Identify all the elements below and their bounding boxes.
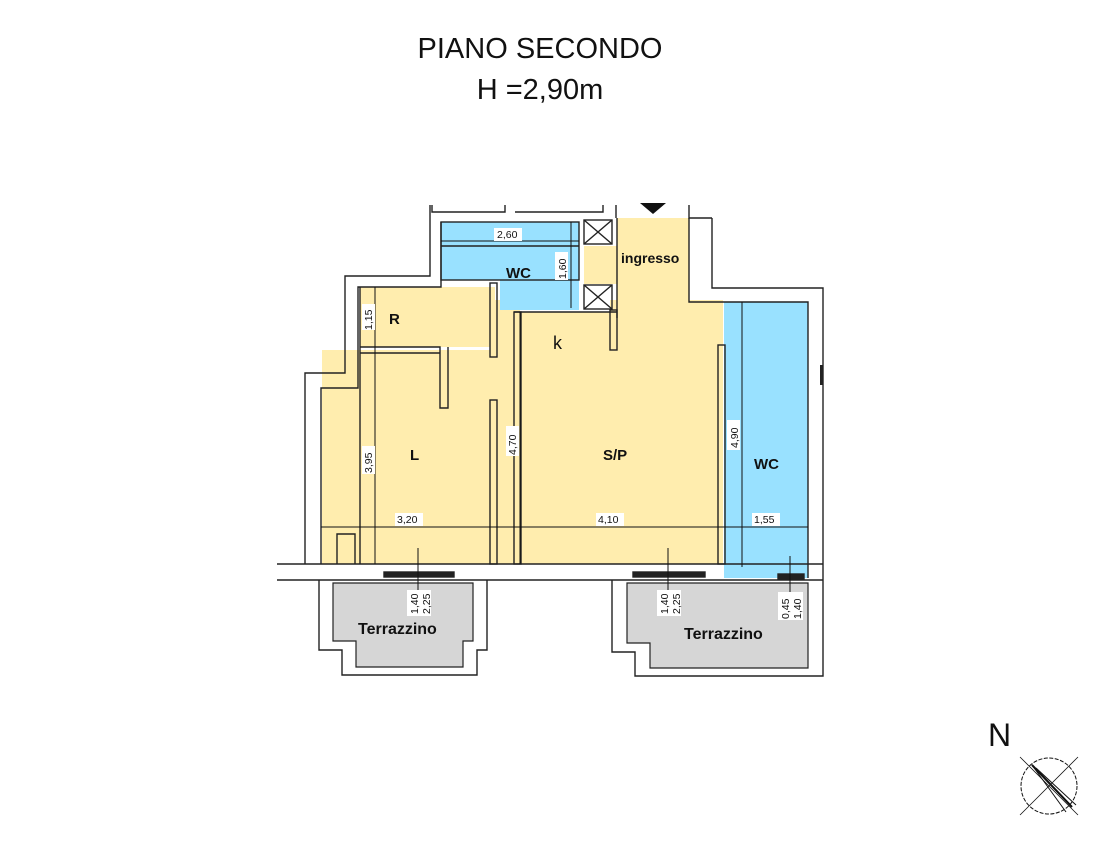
walls	[277, 205, 824, 677]
north-arrow-icon	[1019, 756, 1079, 816]
dim-wc-top-width: 2,60	[497, 229, 518, 241]
dim-sp-depth: 4,70	[507, 434, 519, 455]
dimension-label-bg	[362, 228, 803, 620]
ceiling-height-label: H =2,90m	[476, 74, 604, 106]
dim-l-depth: 3,95	[363, 452, 375, 473]
facade-mark	[820, 365, 823, 385]
dim-wc-right-width: 1,55	[754, 514, 775, 526]
room-label-ingresso: ingresso	[621, 250, 679, 266]
dim-window-right-h: 1,40	[792, 598, 804, 619]
entrance-arrow-icon	[640, 203, 666, 214]
room-label-sp: S/P	[603, 447, 627, 464]
dim-window-mid-w: 1,40	[659, 593, 671, 614]
room-label-terrazzino-right: Terrazzino	[684, 626, 763, 643]
room-label-k: k	[553, 333, 563, 353]
dim-sp-width: 4,10	[598, 514, 619, 526]
dim-window-mid-h: 2,25	[671, 593, 683, 614]
north-label: N	[988, 717, 1012, 753]
dim-wc-top-depth: 1,60	[557, 258, 569, 279]
dim-window-left-h: 2,25	[421, 593, 433, 614]
dim-wc-right-depth: 4,90	[729, 427, 741, 448]
room-label-r: R	[389, 311, 400, 328]
room-label-wc-top: WC	[506, 265, 531, 282]
room-label-l: L	[410, 447, 419, 464]
room-label-wc-right: WC	[754, 456, 779, 473]
dim-l-width: 3,20	[397, 514, 418, 526]
floor-title: PIANO SECONDO	[417, 33, 663, 65]
dim-window-left-w: 1,40	[409, 593, 421, 614]
room-label-terrazzino-left: Terrazzino	[358, 621, 437, 638]
dim-window-right-w: 0,45	[780, 598, 792, 619]
dim-r-depth: 1,15	[363, 309, 375, 330]
